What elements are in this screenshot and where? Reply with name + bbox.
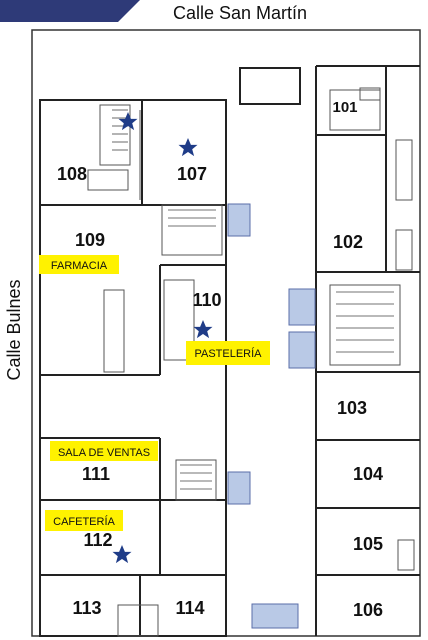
unit-103: 103 <box>337 398 367 418</box>
label-farmacia: FARMACIA <box>51 260 108 272</box>
unit-102: 102 <box>333 232 363 252</box>
label-cafeteria: CAFETERÍA <box>53 515 115 528</box>
label-sala-de-ventas-box <box>50 441 158 461</box>
unit-113: 113 <box>72 598 101 618</box>
star-icon <box>118 112 138 131</box>
header-banner <box>0 0 140 22</box>
star-icon <box>178 138 198 157</box>
street-north-label: Calle San Martín <box>173 3 307 23</box>
label-cafeteria-box <box>45 510 123 531</box>
fixture-details <box>87 87 415 637</box>
unit-105: 105 <box>353 534 383 554</box>
label-pasteleria: PASTELERÍA <box>194 347 262 360</box>
unit-104: 104 <box>353 464 383 484</box>
unit-108: 108 <box>57 164 87 184</box>
unit-114: 114 <box>175 598 204 618</box>
unit-110: 110 <box>192 290 221 310</box>
star-icon <box>112 545 132 564</box>
store-labels: FARMACIA PASTELERÍA SALA DE VENTAS CAFET… <box>39 255 270 531</box>
unit-106: 106 <box>353 600 383 620</box>
unit-107: 107 <box>177 164 207 184</box>
label-farmacia-box <box>39 255 119 274</box>
stair-hatching <box>112 109 394 490</box>
unit-numbers: 101 102 103 104 105 106 107 108 109 110 … <box>57 99 383 620</box>
street-west-label: Calle Bulnes <box>4 279 24 380</box>
unit-111: 111 <box>82 464 110 484</box>
label-pasteleria-box <box>186 341 270 365</box>
unit-109: 109 <box>75 230 105 250</box>
blue-stair-blocks <box>227 203 316 629</box>
star-icon <box>193 320 213 339</box>
label-sala-de-ventas: SALA DE VENTAS <box>58 447 150 459</box>
unit-112: 112 <box>83 530 112 550</box>
unit-101: 101 <box>332 99 357 116</box>
